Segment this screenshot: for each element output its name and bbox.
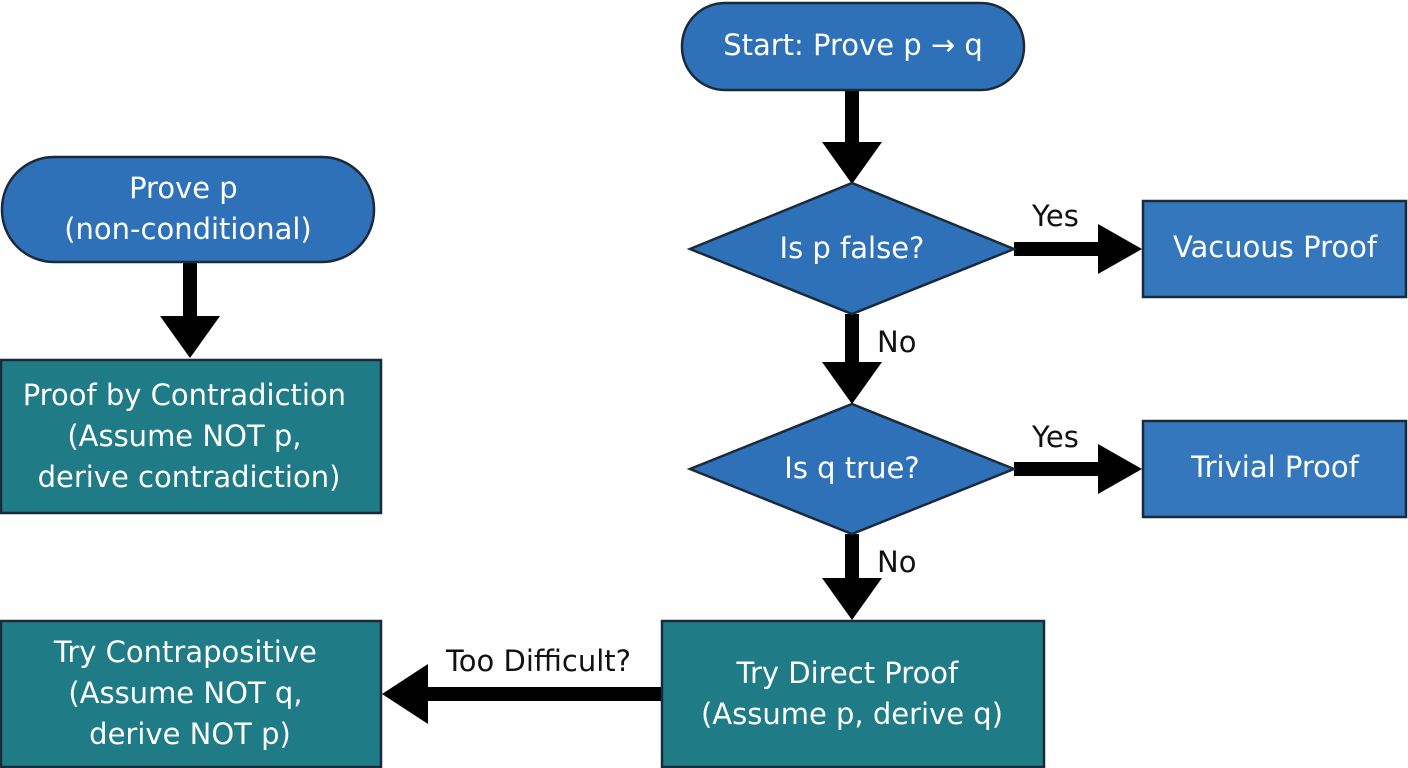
edge-label-too-difficult: Too Difficult? bbox=[445, 644, 631, 678]
is-q-true-text: Is q true? bbox=[784, 451, 919, 485]
is-p-false-text: Is p false? bbox=[780, 231, 925, 265]
svg-text:Is p false?: Is p false? bbox=[780, 231, 925, 265]
svg-text:Try Direct Proof (Assume: Try Direct Proof (Assume p, derive q) bbox=[701, 656, 1003, 731]
svg-text:Start: Prove p → q: Start: Prove p → q bbox=[723, 28, 983, 62]
edge-label-p-false-yes: Yes bbox=[1031, 199, 1079, 233]
prove-p-node: Prove p (non-conditional) bbox=[0, 155, 376, 264]
contradiction-line-3: derive contradiction) bbox=[38, 460, 341, 494]
direct-proof-node: Try Direct Proof (Assume p, derive q) bbox=[660, 619, 1046, 768]
contrapositive-node: Try Contrapositive (Assume NOT q, derive… bbox=[0, 619, 383, 768]
contradiction-node: Proof by Contradiction (Assume NOT p, de… bbox=[0, 358, 383, 515]
edge-is-q-true-yes bbox=[1014, 444, 1142, 494]
contrapositive-line-3: derive NOT p) bbox=[89, 717, 291, 751]
edge-direct-to-contrapositive bbox=[382, 664, 662, 724]
svg-text:Try Contrapositive (Assu: Try Contrapositive (Assume NOT q, derive… bbox=[53, 635, 326, 751]
prove-p-line-1: Prove p bbox=[129, 171, 238, 205]
edge-is-p-false-no bbox=[822, 314, 882, 404]
direct-proof-line-1: Try Direct Proof bbox=[736, 656, 960, 690]
edge-is-p-false-yes bbox=[1014, 224, 1142, 274]
trivial-proof-node: Trivial Proof bbox=[1141, 419, 1408, 519]
svg-text:Trivial Proof: Trivial Proof bbox=[1190, 450, 1359, 484]
contrapositive-line-2: (Assume NOT q, bbox=[68, 676, 302, 710]
edge-prove-p-to-contradiction bbox=[160, 262, 220, 358]
is-q-true-decision: Is q true? bbox=[686, 402, 1018, 536]
trivial-proof-text: Trivial Proof bbox=[1190, 450, 1359, 484]
edge-label-q-true-yes: Yes bbox=[1031, 420, 1079, 454]
svg-text:Proof by Contradiction (: Proof by Contradiction (Assume NOT p, de… bbox=[23, 378, 356, 494]
contrapositive-line-1: Try Contrapositive bbox=[53, 635, 317, 669]
svg-text:Is q true?: Is q true? bbox=[784, 451, 919, 485]
start-node: Start: Prove p → q bbox=[680, 1, 1026, 92]
edge-label-q-true-no: No bbox=[877, 545, 916, 579]
prove-p-line-2: (non-conditional) bbox=[64, 212, 312, 246]
svg-text:Vacuous Proof: Vacuous Proof bbox=[1173, 230, 1378, 264]
start-node-text: Start: Prove p → q bbox=[723, 28, 983, 62]
svg-text:Prove p (non-conditional: Prove p (non-conditional) bbox=[64, 171, 312, 246]
vacuous-proof-text: Vacuous Proof bbox=[1173, 230, 1378, 264]
contradiction-line-2: (Assume NOT p, bbox=[67, 419, 301, 453]
is-p-false-decision: Is p false? bbox=[686, 181, 1018, 316]
edge-is-q-true-no bbox=[822, 534, 882, 620]
edge-label-p-false-no: No bbox=[877, 325, 916, 359]
contradiction-line-1: Proof by Contradiction bbox=[23, 378, 346, 412]
edge-start-to-is-p-false bbox=[822, 90, 882, 184]
direct-proof-line-2: (Assume p, derive q) bbox=[701, 697, 1003, 731]
vacuous-proof-node: Vacuous Proof bbox=[1141, 199, 1408, 299]
